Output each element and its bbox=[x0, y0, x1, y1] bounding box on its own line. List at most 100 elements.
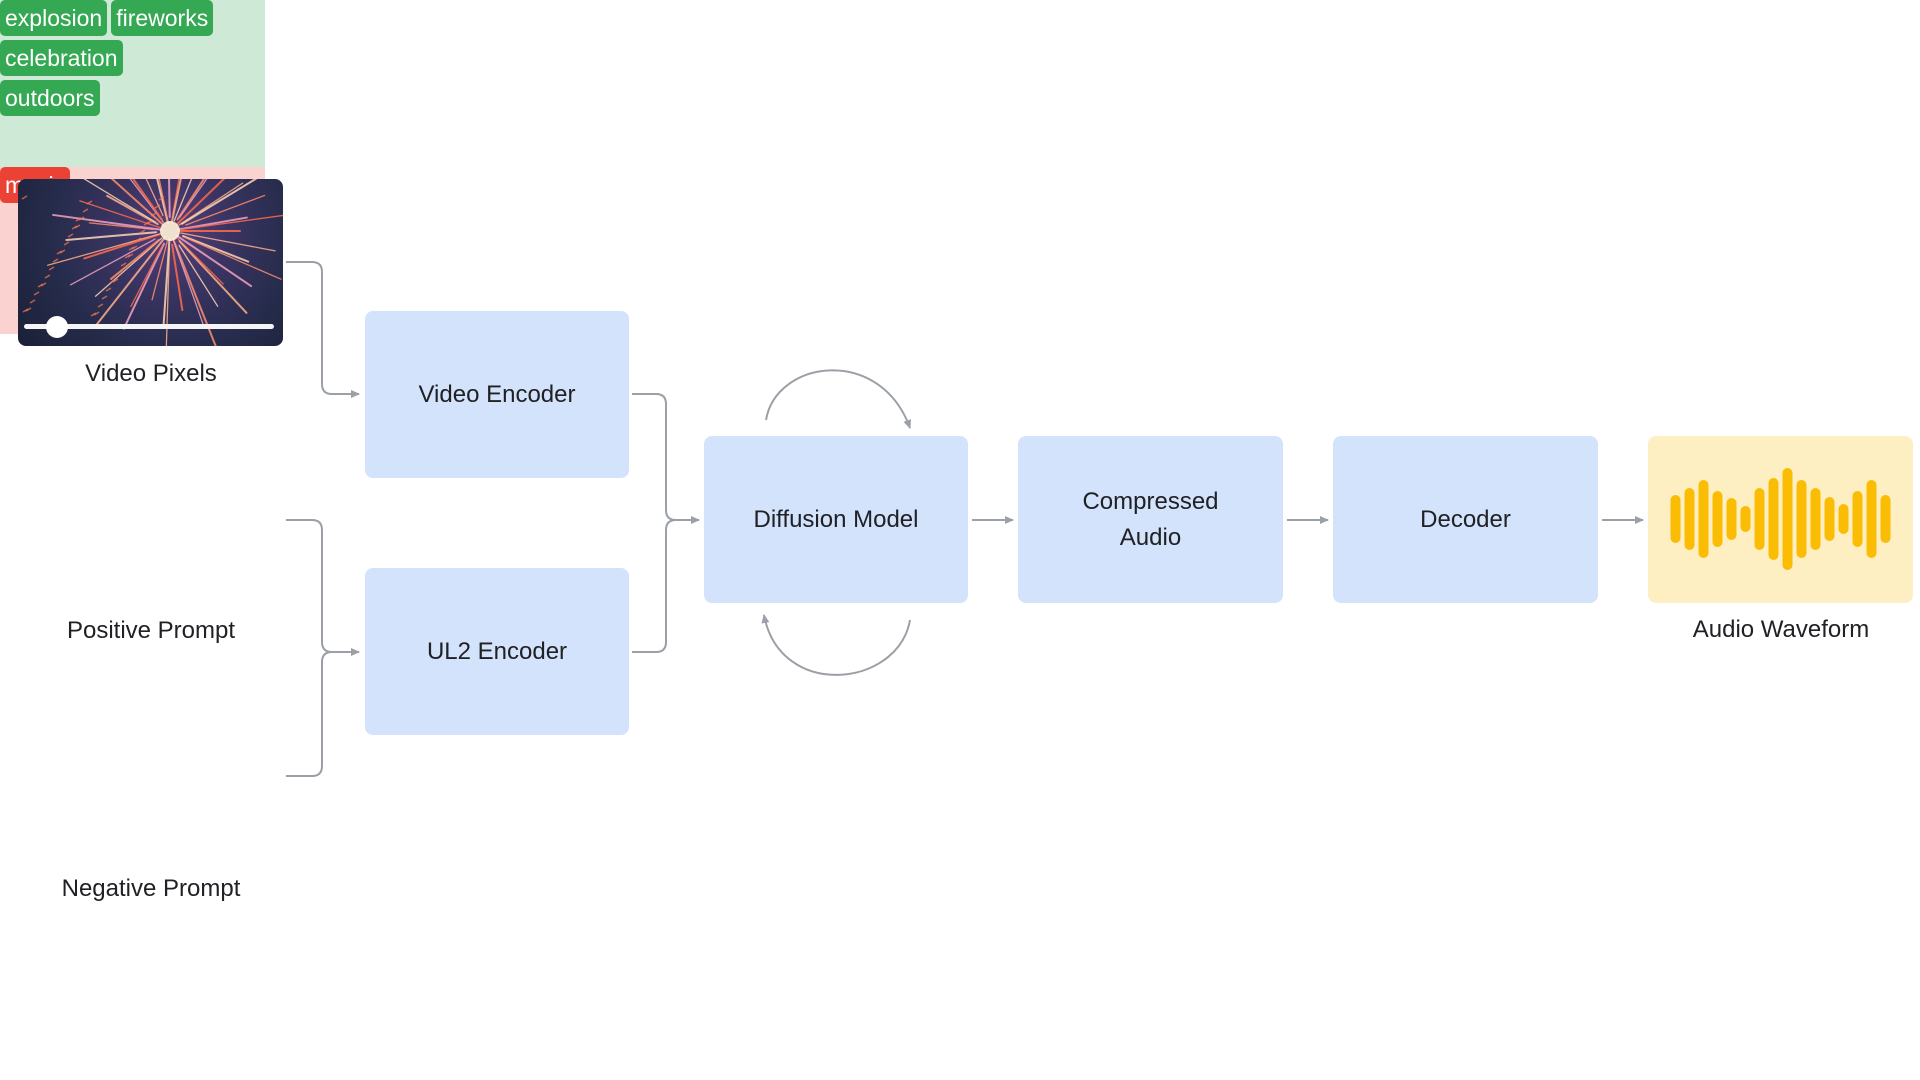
firework-spark bbox=[82, 208, 89, 213]
waveform-bar bbox=[1754, 488, 1765, 550]
firework-streak bbox=[175, 234, 253, 288]
video-thumbnail bbox=[18, 179, 283, 346]
diffusion-model-block: Diffusion Model bbox=[704, 436, 968, 603]
firework-streak bbox=[170, 179, 182, 225]
firework-spark bbox=[150, 212, 157, 217]
compressed-audio-label-line1: Compressed bbox=[1082, 487, 1219, 515]
waveform-bar bbox=[1740, 506, 1751, 532]
waveform-bar bbox=[1768, 478, 1779, 560]
firework-streak bbox=[173, 179, 193, 222]
waveform-bar bbox=[1838, 504, 1849, 534]
firework-streak bbox=[180, 232, 276, 252]
firework-spark bbox=[37, 283, 44, 288]
arrow-negative-to-ul2-encoder bbox=[286, 651, 333, 777]
waveform-bar bbox=[1726, 498, 1737, 540]
waveform-bar bbox=[1796, 480, 1807, 558]
waveform-bar bbox=[1684, 488, 1695, 550]
firework-spark bbox=[101, 295, 108, 300]
tag-chip: fireworks bbox=[111, 0, 214, 36]
firework-streak bbox=[184, 237, 282, 280]
firework-streak bbox=[132, 179, 163, 221]
firework-spark bbox=[48, 266, 55, 271]
firework-streak bbox=[165, 247, 171, 346]
decoder-label: Decoder bbox=[1420, 505, 1511, 533]
firework-streak bbox=[110, 179, 166, 227]
tag-chip: outdoors bbox=[0, 80, 100, 116]
firework-spark bbox=[128, 246, 135, 251]
firework-streak bbox=[179, 179, 208, 218]
firework-spark bbox=[52, 258, 59, 263]
video-encoder-label: Video Encoder bbox=[418, 380, 576, 408]
audio-waveform-caption: Audio Waveform bbox=[1692, 616, 1870, 643]
video-scrubber-knob[interactable] bbox=[45, 316, 68, 338]
positive-tag-row: outdoors bbox=[0, 80, 265, 120]
firework-streak bbox=[173, 240, 206, 329]
positive-prompt-caption: Positive Prompt bbox=[66, 617, 236, 644]
waveform-bar bbox=[1782, 468, 1793, 570]
video-pixels-caption: Video Pixels bbox=[85, 360, 217, 387]
waveform-bar bbox=[1866, 480, 1877, 558]
firework-core bbox=[160, 221, 180, 241]
compressed-audio-block: Compressed Audio bbox=[1018, 436, 1283, 603]
firework-spark bbox=[90, 312, 97, 317]
arrow-video-to-video-encoder bbox=[286, 261, 360, 398]
firework-streak bbox=[174, 179, 226, 227]
waveform-bar bbox=[1698, 480, 1709, 558]
firework-streak bbox=[185, 194, 266, 226]
firework-spark bbox=[143, 221, 150, 226]
firework-streak bbox=[83, 232, 164, 260]
firework-streak bbox=[69, 238, 156, 286]
video-scrubber-track[interactable] bbox=[24, 324, 274, 329]
firework-spark bbox=[22, 308, 29, 313]
audio-waveform-box bbox=[1648, 436, 1913, 603]
firework-spark bbox=[139, 229, 146, 234]
waveform-bar bbox=[1824, 497, 1835, 541]
firework-spark bbox=[116, 270, 123, 275]
firework-spark bbox=[29, 299, 36, 304]
ul2-encoder-label: UL2 Encoder bbox=[426, 637, 568, 665]
firework-spark bbox=[158, 196, 165, 201]
firework-streak bbox=[180, 214, 283, 231]
firework-streak bbox=[178, 240, 248, 314]
waveform-bar bbox=[1810, 488, 1821, 550]
firework-streak bbox=[176, 216, 248, 231]
tag-chip: explosion bbox=[0, 0, 108, 36]
firework-streak bbox=[52, 213, 164, 231]
firework-spark bbox=[67, 233, 74, 238]
firework-streak bbox=[106, 194, 159, 226]
fireworks-image bbox=[21, 179, 283, 346]
negative-prompt-caption: Negative Prompt bbox=[61, 875, 241, 902]
firework-streak bbox=[130, 245, 163, 308]
firework-spark bbox=[21, 195, 28, 200]
firework-spark bbox=[56, 250, 63, 255]
firework-streak bbox=[158, 179, 169, 221]
firework-spark bbox=[63, 241, 70, 246]
waveform-bar bbox=[1712, 491, 1723, 547]
arrow-video-encoder-to-diffusion bbox=[632, 393, 700, 524]
arrow-positive-to-ul2-encoder bbox=[286, 519, 360, 656]
waveform-bar bbox=[1670, 495, 1681, 543]
waveform-bar bbox=[1880, 495, 1891, 543]
firework-streak bbox=[168, 179, 171, 219]
diffusion-loop-bottom bbox=[761, 614, 911, 676]
arrow-ul2-encoder-to-diffusion bbox=[632, 519, 677, 653]
firework-streak bbox=[83, 179, 157, 223]
firework-spark bbox=[97, 303, 104, 308]
firework-streak bbox=[88, 222, 154, 230]
firework-spark bbox=[86, 200, 93, 205]
tag-chip: celebration bbox=[0, 40, 123, 76]
firework-streak bbox=[156, 179, 170, 225]
waveform-bar bbox=[1852, 491, 1863, 547]
firework-spark bbox=[71, 225, 78, 230]
firework-streak bbox=[65, 231, 158, 241]
firework-spark bbox=[33, 291, 40, 296]
firework-spark bbox=[124, 254, 131, 259]
diffusion-model-label: Diffusion Model bbox=[753, 505, 919, 533]
firework-streak bbox=[171, 243, 184, 312]
firework-streak bbox=[151, 240, 168, 301]
firework-streak bbox=[122, 242, 166, 330]
firework-spark bbox=[75, 217, 82, 222]
compressed-audio-label: Compressed Audio bbox=[1082, 484, 1218, 556]
